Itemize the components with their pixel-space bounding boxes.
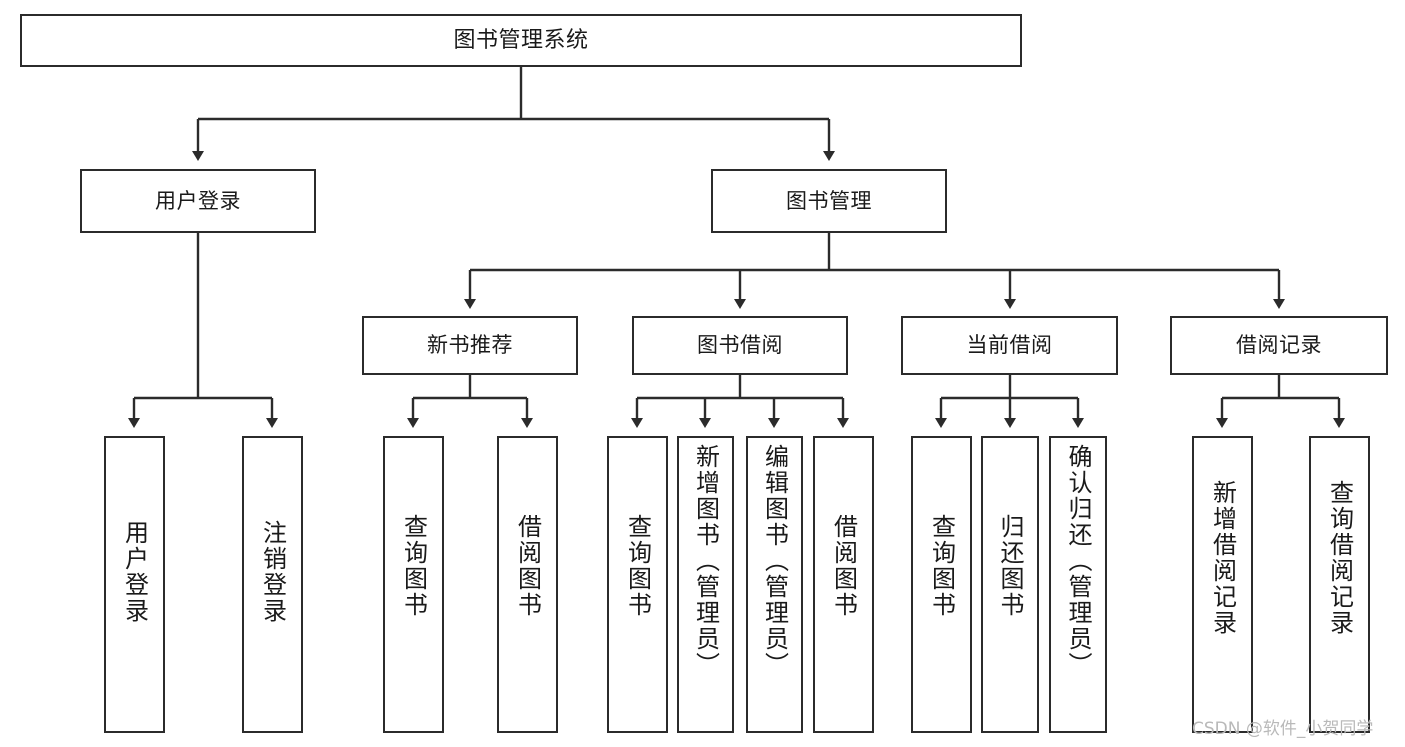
node-label: 图书管理 xyxy=(786,188,872,213)
node-label: 借阅图书 xyxy=(829,514,858,618)
node-label: 借阅记录 xyxy=(1236,333,1322,357)
node-label: 新书推荐 xyxy=(427,333,513,357)
leaf-add-borrow-record[interactable]: 新增借阅记录 xyxy=(1192,436,1253,733)
node-label: 用户登录 xyxy=(155,188,241,213)
node-borrow-record[interactable]: 借阅记录 xyxy=(1170,316,1388,375)
node-label: 借阅图书 xyxy=(513,514,542,618)
node-label: 用户登录 xyxy=(120,520,149,624)
leaf-query-borrow-record[interactable]: 查询借阅记录 xyxy=(1309,436,1370,733)
leaf-borrow-book-borrow[interactable]: 借阅图书 xyxy=(813,436,874,733)
node-current-borrow[interactable]: 当前借阅 xyxy=(901,316,1118,375)
node-label: 新增借阅记录 xyxy=(1208,480,1237,636)
node-book-manage[interactable]: 图书管理 xyxy=(711,169,947,233)
leaf-logout-login[interactable]: 注销登录 xyxy=(242,436,303,733)
node-label: 查询图书 xyxy=(927,514,956,618)
leaf-edit-book[interactable]: 编辑图书（管理员） xyxy=(746,436,803,733)
leaf-return-book[interactable]: 归还图书 xyxy=(981,436,1039,733)
leaf-borrow-book-recommend[interactable]: 借阅图书 xyxy=(497,436,558,733)
csdn-watermark: CSDN @软件_小贺同学 xyxy=(1192,719,1374,739)
node-label: 注销登录 xyxy=(258,520,287,624)
node-label: 归还图书 xyxy=(996,514,1024,618)
node-book-borrow[interactable]: 图书借阅 xyxy=(632,316,848,375)
node-label: 图书管理系统 xyxy=(453,27,589,53)
leaf-user-login[interactable]: 用户登录 xyxy=(104,436,165,733)
node-label: 当前借阅 xyxy=(966,333,1053,357)
node-label: 确认归还（管理员） xyxy=(1064,444,1092,678)
node-label: 查询借阅记录 xyxy=(1325,480,1354,636)
node-new-book-recommend[interactable]: 新书推荐 xyxy=(362,316,578,375)
node-label: 查询图书 xyxy=(399,514,428,618)
leaf-add-book[interactable]: 新增图书（管理员） xyxy=(677,436,734,733)
leaf-query-book-borrow[interactable]: 查询图书 xyxy=(607,436,668,733)
node-label: 图书借阅 xyxy=(697,333,783,357)
node-label: 编辑图书（管理员） xyxy=(760,444,789,678)
leaf-query-book-recommend[interactable]: 查询图书 xyxy=(383,436,444,733)
leaf-confirm-return[interactable]: 确认归还（管理员） xyxy=(1049,436,1107,733)
node-root-system[interactable]: 图书管理系统 xyxy=(20,14,1022,67)
node-label: 新增图书（管理员） xyxy=(691,444,720,678)
node-user-login[interactable]: 用户登录 xyxy=(80,169,316,233)
node-label: 查询图书 xyxy=(623,514,652,618)
leaf-query-book-current[interactable]: 查询图书 xyxy=(911,436,972,733)
